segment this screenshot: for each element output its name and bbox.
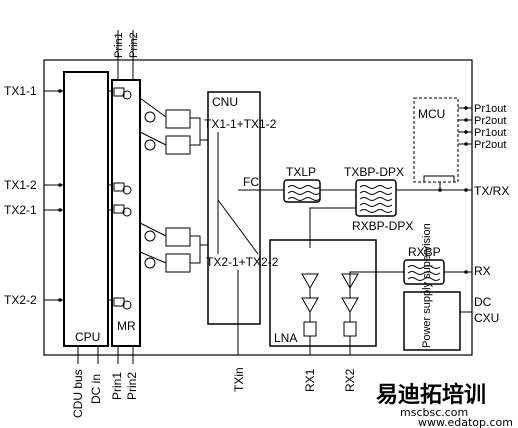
watermark-edatop: www.edatop.com xyxy=(418,416,513,428)
port-rx2: RX2 xyxy=(343,368,357,392)
lna-label: LNA xyxy=(274,331,297,345)
port-pr1out-2: Pr1out xyxy=(474,127,506,139)
lna-amplifiers xyxy=(301,273,359,355)
cpu-label: CPU xyxy=(75,330,100,344)
port-bottom-prin2: Prin2 xyxy=(125,372,139,400)
cpu-block xyxy=(63,71,109,347)
port-tx1-2: TX1-2 xyxy=(4,178,37,192)
port-dc: DC xyxy=(474,295,492,309)
lna-block xyxy=(269,239,377,347)
port-rx1: RX1 xyxy=(303,368,317,392)
port-dc-in: DC in xyxy=(89,374,103,404)
cnu-block xyxy=(207,91,261,325)
port-cdu-bus: CDU bus xyxy=(71,369,85,418)
port-bottom-prin1: Prin1 xyxy=(110,372,124,400)
tx1-sum-label: TX1-1+TX1-2 xyxy=(204,117,277,131)
txbp-dpx-label: TXBP-DPX xyxy=(344,165,404,179)
port-pr1out-1: Pr1out xyxy=(474,103,506,115)
isolators xyxy=(139,97,191,273)
port-tx2-2: TX2-2 xyxy=(4,293,37,307)
txlp-label: TXLP xyxy=(286,165,316,179)
tx2-sum-label: TX2-1+TX2-2 xyxy=(206,255,279,269)
port-rx: RX xyxy=(474,264,491,278)
txlp-filter xyxy=(283,179,321,203)
port-tx2-1: TX2-1 xyxy=(4,203,37,217)
fc-label: FC xyxy=(243,175,259,189)
txbp-dpx-filter xyxy=(355,179,397,217)
port-top-prin2: Prin2 xyxy=(128,32,140,58)
enclosure xyxy=(43,59,473,356)
left-port-dots xyxy=(58,89,62,302)
port-tx-rx: TX/RX xyxy=(474,184,509,198)
mr-block xyxy=(111,79,141,347)
port-pr2out-1: Pr2out xyxy=(474,115,506,127)
mcu-label: MCU xyxy=(418,107,445,121)
mcu-output-dots xyxy=(438,106,468,192)
power-supervision-label: Power supply supervision xyxy=(421,223,433,348)
port-pr2out-2: Pr2out xyxy=(474,139,506,151)
rxbp-label: RXBP xyxy=(408,245,441,259)
cnu-label: CNU xyxy=(212,95,238,109)
port-txin: TXin xyxy=(232,367,246,392)
power-supervision-block xyxy=(403,291,461,351)
mr-detectors xyxy=(113,87,132,310)
port-cxu: CXU xyxy=(474,311,499,325)
port-tx1-1: TX1-1 xyxy=(4,84,37,98)
port-top-prin1: Prin1 xyxy=(113,32,125,58)
watermark-cn: 易迪拓培训 xyxy=(376,382,486,408)
isolator-wiring xyxy=(190,117,208,264)
mcu-block xyxy=(413,97,459,183)
rxbp-dpx-label: RXBP-DPX xyxy=(352,219,413,233)
mr-label: MR xyxy=(117,319,136,333)
watermark-mscbsc: mscbsc.com xyxy=(400,406,468,419)
